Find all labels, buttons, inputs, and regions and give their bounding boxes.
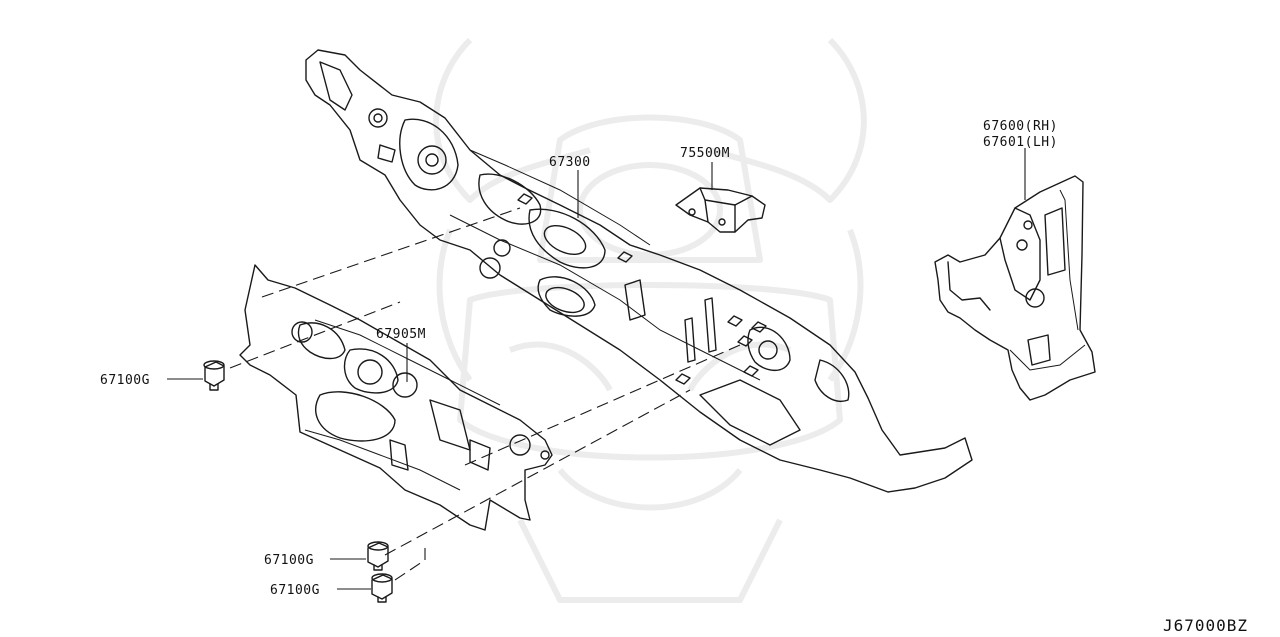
callout-67601-lh: 67601(LH) [983,135,1058,150]
callout-67905m: 67905M [376,327,426,342]
diagram-id: J67000BZ [1163,616,1248,635]
callout-67600-rh: 67600(RH) [983,119,1058,134]
callout-67300: 67300 [549,155,591,170]
watermark-logo [433,37,867,603]
side-panel-67600-67601[interactable] [934,175,1096,401]
bracket-75500m[interactable] [675,187,766,233]
leader-lines [167,148,1026,590]
clip-left-67100g[interactable] [203,360,225,391]
callout-67100g-left: 67100G [100,373,150,388]
callout-67100g-bottom-2: 67100G [270,583,320,598]
dash-panel-67300[interactable] [305,49,973,493]
callout-75500m: 75500M [680,146,730,161]
clip-bottom-2-67100g[interactable] [371,573,393,603]
insulator-dash-67905m[interactable] [239,264,553,531]
alignment-lines [229,207,741,581]
clip-bottom-1-67100g[interactable] [367,541,389,571]
callout-67100g-bottom-1: 67100G [264,553,314,568]
callout-labels: 67300 75500M 67600(RH) 67601(LH) 67905M … [100,119,1058,598]
